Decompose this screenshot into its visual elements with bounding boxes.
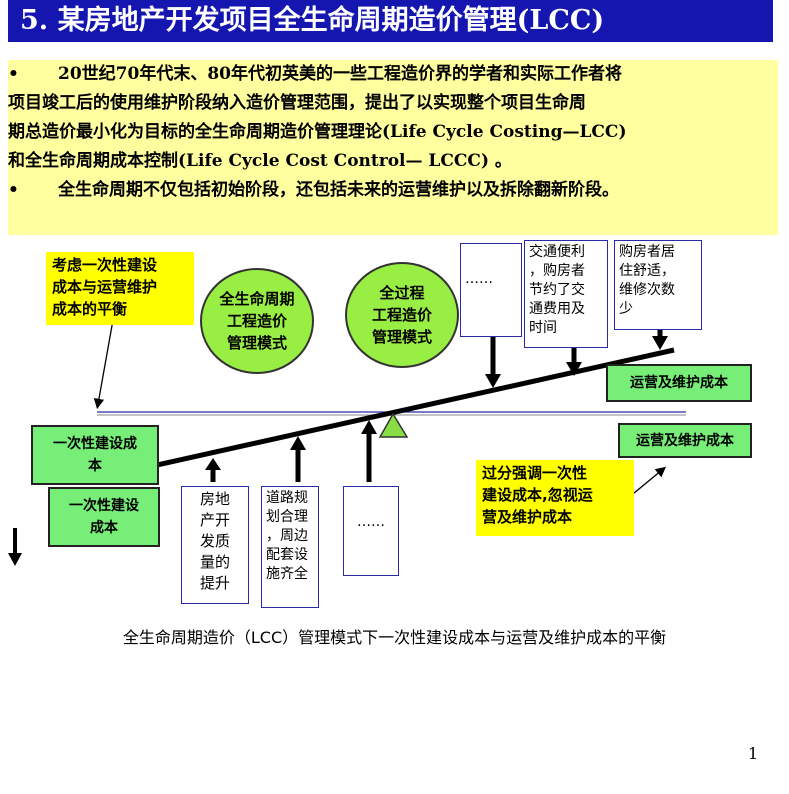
arrow-up-1-head (205, 458, 221, 470)
arrow-down-1-head (485, 374, 501, 388)
factor-line: 交通便利 (529, 244, 585, 260)
one-time-cost-line: 本 (88, 458, 102, 474)
factor-line: …… (465, 271, 493, 287)
factor-box-right-1: …… (460, 243, 522, 337)
note-overemphasis-line: 营及维护成本 (482, 508, 573, 526)
intro-para1-line4: 和全生命周期成本控制(Life Cycle Cost Control— LCCC… (8, 151, 512, 171)
circle-lcc-line: 全生命周期 (219, 290, 295, 308)
factor-line: ，周边 (266, 528, 308, 544)
one-time-cost-line: 成本 (90, 520, 118, 536)
factor-line: 通费用及 (529, 301, 585, 317)
arrow-up-2-head (290, 436, 306, 450)
intro-para1-line1: 20世纪70年代末、80年代初英美的一些工程造价界的学者和实际工作者将 (58, 64, 622, 84)
note-overemphasis-line: 建设成本,忽视运 (482, 486, 593, 504)
fulcrum-triangle (378, 412, 409, 438)
factor-line: 划合理 (266, 509, 308, 525)
circle-lcc-line: 工程造价 (226, 312, 287, 330)
factor-line: 房地 (199, 490, 230, 508)
factor-line: ，购房者 (529, 263, 585, 279)
arrow-down-left-edge-head (8, 553, 22, 566)
factor-line: 产开 (199, 511, 230, 529)
arrow-down-2-head (566, 362, 582, 376)
balance-beam (111, 347, 675, 478)
factor-box-left-2: 道路规 划合理 ，周边 配套设 施齐全 (261, 486, 319, 608)
factor-line: 施齐全 (266, 566, 308, 582)
factor-box-left-1: 房地 产开 发质 量的 提升 (181, 486, 249, 604)
note-overemphasis-line: 过分强调一次性 (482, 464, 588, 482)
page-number: 1 (748, 744, 759, 763)
arrow-down-3-head (652, 336, 668, 350)
factor-line: 时间 (529, 320, 557, 336)
factor-line: …… (357, 514, 385, 530)
factor-box-right-2: 交通便利 ，购房者 节约了交 通费用及 时间 (524, 240, 608, 348)
page-title: 5. 某房地产开发项目全生命周期造价管理(LCC) (8, 0, 773, 42)
circle-process-line: 管理模式 (371, 328, 432, 346)
one-time-cost-box-upper: 一次性建设成 本 (31, 425, 159, 485)
factor-line: 住舒适， (619, 263, 675, 279)
factor-line: 购房者居 (619, 244, 675, 260)
note-balance: 考虑一次性建设 成本与运营维护 成本的平衡 (46, 252, 194, 325)
factor-line: 量的 (199, 553, 230, 571)
intro-para1-line3: 期总造价最小化为目标的全生命周期造价管理理论(Life Cycle Costin… (8, 122, 627, 142)
figure-caption: 全生命周期造价（LCC）管理模式下一次性建设成本与运营及维护成本的平衡 (122, 628, 667, 647)
note-balance-line: 成本与运营维护 (52, 278, 158, 296)
factor-box-left-3: …… (343, 486, 399, 576)
one-time-cost-box-lower: 一次性建设 成本 (48, 487, 160, 547)
bullet-2: • (8, 180, 19, 200)
one-time-cost-line: 一次性建设成 (53, 436, 137, 452)
op-cost-box-lower: 运营及维护成本 (618, 423, 752, 458)
factor-line: 维修次数 (619, 282, 675, 298)
factor-line: 提升 (199, 574, 230, 592)
op-cost-box-upper: 运营及维护成本 (606, 364, 752, 402)
circle-lcc-line: 管理模式 (226, 334, 287, 352)
note-balance-line: 考虑一次性建设 (52, 256, 158, 274)
circle-process-line: 全过程 (379, 284, 425, 302)
circle-lcc-mode: 全生命周期 工程造价 管理模式 (200, 268, 314, 374)
factor-box-right-3: 购房者居 住舒适， 维修次数 少 (614, 240, 702, 330)
note-balance-line: 成本的平衡 (52, 300, 128, 318)
factor-line: 配套设 (266, 547, 308, 563)
factor-line: 发质 (199, 532, 230, 550)
circle-process-line: 工程造价 (371, 306, 432, 324)
bullet-1: • (8, 64, 19, 84)
note-overemphasis: 过分强调一次性 建设成本,忽视运 营及维护成本 (476, 460, 634, 536)
factor-line: 少 (619, 301, 633, 317)
intro-text-block: • 20世纪70年代末、80年代初英美的一些工程造价界的学者和实际工作者将 项目… (8, 60, 778, 235)
factor-line: 道路规 (266, 490, 308, 506)
circle-process-mode: 全过程 工程造价 管理模式 (345, 262, 459, 368)
arrow-up-3-head (361, 420, 377, 434)
one-time-cost-line: 一次性建设 (69, 498, 139, 514)
intro-para1-line2: 项目竣工后的使用维护阶段纳入造价管理范围，提出了以实现整个项目生命周 (8, 93, 586, 113)
pointer-balance-note (93, 319, 114, 410)
factor-line: 节约了交 (529, 282, 585, 298)
intro-para2: 全生命周期不仅包括初始阶段，还包括未来的运营维护以及拆除翻新阶段。 (58, 180, 619, 200)
